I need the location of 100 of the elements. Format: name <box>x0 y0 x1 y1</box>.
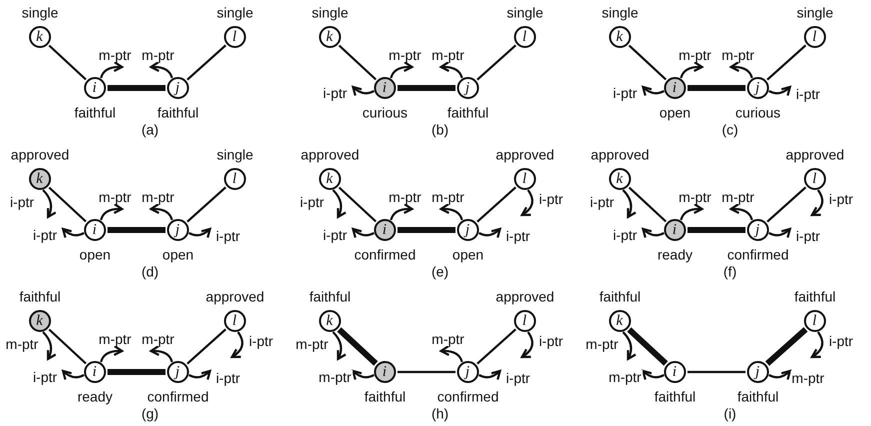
panel-caption: (b) <box>431 122 449 138</box>
edge-label: i-ptr <box>322 228 348 242</box>
state-label: approved <box>496 290 554 304</box>
edge-label: m-ptr <box>678 190 712 204</box>
state-label: faithful <box>309 290 351 304</box>
pointer-arrow <box>150 61 174 78</box>
state-label: approved <box>786 148 844 162</box>
state-label: open <box>452 248 484 262</box>
edge-label: i-ptr <box>612 86 638 100</box>
pointer-arrow <box>100 345 124 362</box>
node-circle: i <box>374 76 396 98</box>
edge-label: i-ptr <box>828 192 854 206</box>
panel-caption: (i) <box>724 406 736 422</box>
pointer-arrow <box>188 370 212 381</box>
pointer-arrow <box>150 345 174 362</box>
connector-line <box>476 328 516 364</box>
node-circle: l <box>514 26 536 48</box>
edge-label: m-ptr <box>790 371 826 385</box>
edge-label: i-ptr <box>612 228 638 242</box>
edge-label: m-ptr <box>140 332 176 346</box>
connector-line <box>186 44 226 80</box>
pointer-arrow <box>42 331 57 360</box>
edge-label: m-ptr <box>98 332 132 346</box>
node-circle: k <box>28 310 50 332</box>
state-label: faithful <box>19 290 61 304</box>
pointer-arrow <box>100 203 124 220</box>
edge-label: m-ptr <box>720 190 756 204</box>
edge-label: i-ptr <box>504 229 532 243</box>
pointer-arrow <box>810 331 824 358</box>
state-label: confirmed <box>354 248 416 262</box>
node-circle: j <box>746 76 768 98</box>
state-label: curious <box>735 106 781 120</box>
pointer-arrow <box>352 370 374 381</box>
panel-caption: (h) <box>431 406 449 422</box>
pointer-arrow <box>622 331 637 360</box>
node-circle: j <box>166 218 188 240</box>
node-circle: i <box>664 218 686 240</box>
pointer-arrow <box>478 370 502 381</box>
node-circle: l <box>514 168 536 190</box>
node-circle: k <box>318 168 340 190</box>
pointer-arrow <box>42 189 57 218</box>
pointer-arrow <box>520 189 534 216</box>
state-label: approved <box>206 290 264 304</box>
state-label: single <box>796 6 834 20</box>
pointer-arrow <box>62 370 84 381</box>
connector-line <box>398 370 456 374</box>
pointer-arrow <box>730 203 754 220</box>
pointer-arrow <box>100 61 124 78</box>
state-label: faithful <box>737 390 779 404</box>
edge-label: m-ptr <box>720 48 756 62</box>
node-circle: j <box>166 360 188 382</box>
node-circle: i <box>374 360 396 382</box>
node-circle: i <box>84 218 106 240</box>
pointer-arrow <box>768 370 792 381</box>
connector-line <box>186 186 226 222</box>
pointer-arrow <box>478 228 502 239</box>
node-circle: k <box>28 26 50 48</box>
node-circle: l <box>804 26 826 48</box>
edge-label: i-ptr <box>504 371 532 385</box>
connector-line <box>108 85 166 91</box>
edge-label: i-ptr <box>538 192 564 206</box>
pointer-arrow <box>440 61 464 78</box>
pointer-arrow <box>62 228 84 239</box>
node-circle: k <box>318 310 340 332</box>
connector-line <box>765 327 808 366</box>
connector-line <box>628 186 667 222</box>
connector-line <box>108 227 166 233</box>
pointer-arrow <box>332 331 347 360</box>
edge-label: m-ptr <box>430 190 466 204</box>
state-label: faithful <box>794 290 836 304</box>
pointer-arrow <box>642 370 664 381</box>
edge-label: m-ptr <box>294 337 330 351</box>
state-label: ready <box>77 390 113 404</box>
edge-label: i-ptr <box>828 334 854 348</box>
pointer-arrow <box>150 203 174 220</box>
panel-caption: (a) <box>141 122 159 138</box>
pointer-arrow <box>332 189 347 218</box>
state-label: single <box>22 6 58 20</box>
edge-label: m-ptr <box>388 48 422 62</box>
edge-label: i-ptr <box>298 195 326 209</box>
connector-line <box>688 85 746 91</box>
edge-label: i-ptr <box>794 229 822 243</box>
node-circle: j <box>746 218 768 240</box>
edge-label: i-ptr <box>8 195 36 209</box>
connector-line <box>766 44 806 80</box>
state-label: curious <box>362 106 408 120</box>
edge-label: i-ptr <box>248 334 274 348</box>
pointer-arrow <box>352 86 374 97</box>
node-circle: k <box>28 168 50 190</box>
connector-line <box>476 186 516 222</box>
pointer-arrow <box>642 228 664 239</box>
edge-label: m-ptr <box>98 48 132 62</box>
state-label: faithful <box>654 390 696 404</box>
node-circle: j <box>456 76 478 98</box>
state-label: faithful <box>599 290 641 304</box>
connector-line <box>338 186 377 222</box>
state-label: faithful <box>447 106 489 120</box>
edge-label: i-ptr <box>214 229 242 243</box>
edge-label: i-ptr <box>588 195 616 209</box>
state-label: approved <box>590 148 650 162</box>
